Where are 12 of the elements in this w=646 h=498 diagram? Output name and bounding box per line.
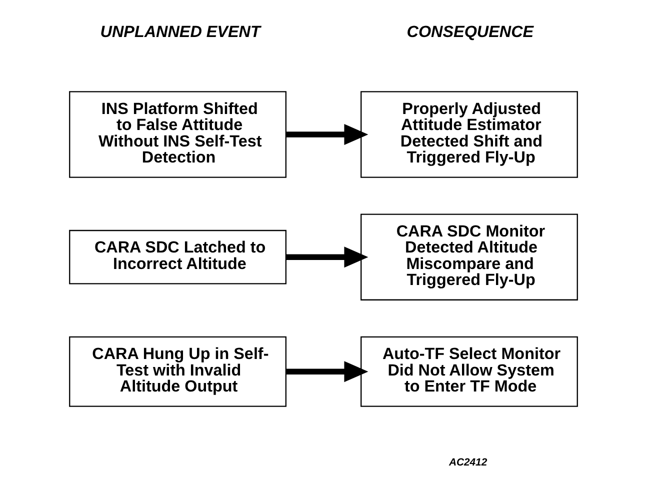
label: CONSEQUENCE xyxy=(406,22,534,41)
node-box: CARA SDC Monitor Detected Altitude Miscompare and Triggered Fly-Up xyxy=(360,214,578,300)
arrow xyxy=(286,361,368,382)
node-box: Auto-TF Select Monitor Did Not Allow System to Enter TF Mode xyxy=(360,336,578,407)
node-box: CARA SDC Latched to Incorrect Altitude xyxy=(68,230,286,284)
node-box: CARA Hung Up in Self-Test with Invalid Altitude Output xyxy=(68,336,286,407)
arrow xyxy=(286,246,368,268)
node-box: Properly Adjusted Attitude Estimator Detected Shift and Triggered Fly-Up xyxy=(360,91,578,178)
node-box: INS Platform Shifted to False Attitude Without INS Self-Test Detection xyxy=(68,91,286,178)
label: UNPLANNED EVENT xyxy=(100,22,260,41)
arrow xyxy=(286,124,368,145)
label: AC2412 xyxy=(448,458,487,469)
